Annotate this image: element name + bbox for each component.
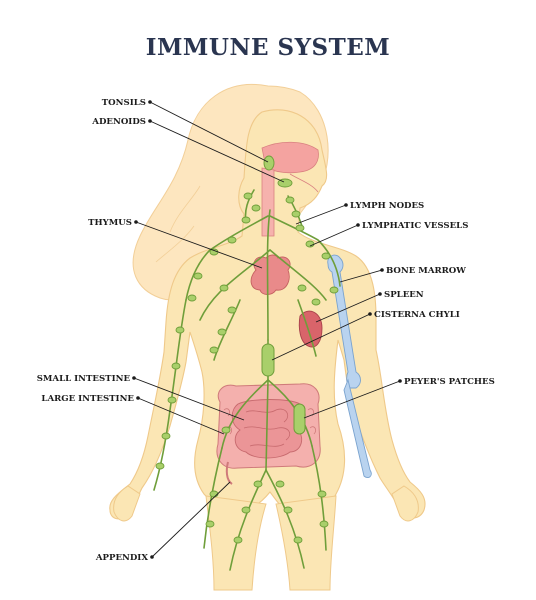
label-cisterna-chyli: CISTERNA CHYLI [374, 310, 460, 320]
tonsils-organ [263, 155, 275, 171]
thymus-organ [250, 254, 291, 295]
label-appendix: APPENDIX [95, 553, 148, 563]
label-small-intestine: SMALL INTESTINE [37, 374, 131, 384]
label-peyers-patches: PEYER'S PATCHES [404, 377, 495, 387]
peyers-patches-organ [293, 403, 306, 435]
lymphatic-network [153, 189, 341, 571]
right-leg [275, 495, 337, 591]
nasal-cavity [261, 141, 319, 174]
label-lymphatic-vessels: LYMPHATIC VESSELS [362, 221, 468, 231]
label-large-intestine: LARGE INTESTINE [41, 394, 134, 404]
label-spleen: SPLEEN [384, 290, 424, 300]
label-thymus: THYMUS [88, 218, 132, 228]
label-lymph-nodes: LYMPH NODES [350, 201, 424, 211]
lymph-nodes-organ [155, 192, 339, 544]
appendix-organ [225, 461, 233, 485]
leader-lines [132, 100, 402, 559]
label-adenoids: ADENOIDS [91, 117, 146, 127]
label-bone-marrow: BONE MARROW [386, 266, 466, 276]
cisterna-chyli-organ [261, 343, 275, 377]
diagram-title: IMMUNE SYSTEM [145, 34, 391, 61]
left-hand [113, 485, 141, 522]
right-hand [391, 485, 419, 522]
label-tonsils: TONSILS [102, 98, 146, 108]
